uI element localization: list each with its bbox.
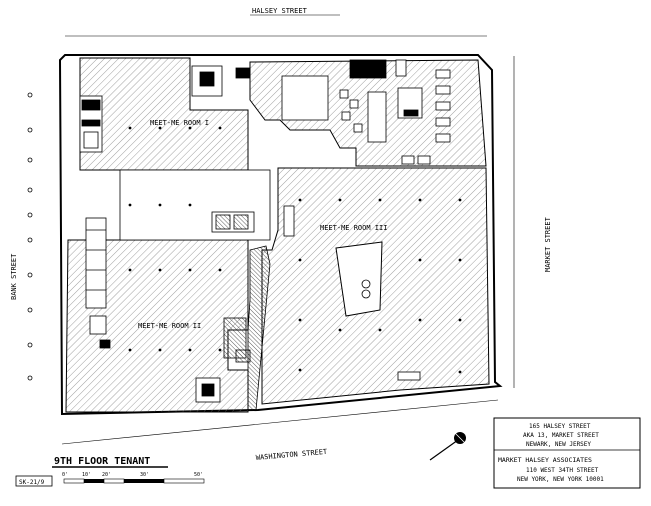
central-shaft	[335, 241, 383, 317]
dimension-line-south	[61, 399, 499, 445]
street-label-west: BANK STREET	[10, 253, 18, 300]
south-core	[195, 349, 421, 403]
column-grid	[128, 126, 462, 374]
address-line-1: 165 HALSEY STREET	[529, 423, 591, 430]
title-block	[493, 417, 641, 489]
scale-mark: 0'	[62, 472, 68, 478]
address-line-3: NEWARK, NEW JERSEY	[526, 441, 591, 448]
room-label-2: MEET-ME ROOM II	[138, 322, 201, 330]
building-outline	[58, 54, 503, 416]
street-label-south: WASHINGTON STREET	[255, 448, 328, 462]
room-2-area	[65, 239, 249, 413]
owner-name: MARKET HALSEY ASSOCIATES	[498, 456, 592, 464]
shear-wall-strip	[247, 245, 271, 411]
grid-markers-west	[27, 92, 33, 381]
room-label-1: MEET-ME ROOM I	[150, 119, 209, 127]
scale-mark: 30'	[140, 472, 149, 478]
sheet-id-box	[15, 475, 53, 487]
owner-line-1: 110 WEST 34TH STREET	[526, 467, 599, 474]
elevator-core	[211, 205, 295, 237]
room-label-3: MEET-ME ROOM III	[320, 224, 387, 232]
shear-wall-block	[223, 317, 247, 359]
north-core	[191, 59, 451, 165]
west-core	[79, 95, 111, 349]
shaft-circle	[361, 289, 371, 299]
scale-bar: 0' 10' 20' 30' 50'	[62, 472, 205, 484]
address-line-2: AKA 13, MARKET STREET	[523, 432, 599, 439]
room-1-area	[79, 57, 249, 171]
street-label-north: HALSEY STREET	[252, 7, 308, 15]
north-arrow-icon	[429, 431, 467, 461]
street-label-east: MARKET STREET	[544, 216, 552, 272]
sheet-id: SK-21/9	[19, 479, 45, 486]
scale-mark: 20'	[102, 472, 111, 478]
scale-mark: 50'	[194, 472, 203, 478]
drawing-title: 9TH FLOOR TENANT	[54, 456, 150, 467]
owner-line-2: NEW YORK, NEW YORK 10001	[517, 476, 604, 483]
shaft-circle	[361, 279, 371, 289]
scale-mark: 10'	[82, 472, 91, 478]
